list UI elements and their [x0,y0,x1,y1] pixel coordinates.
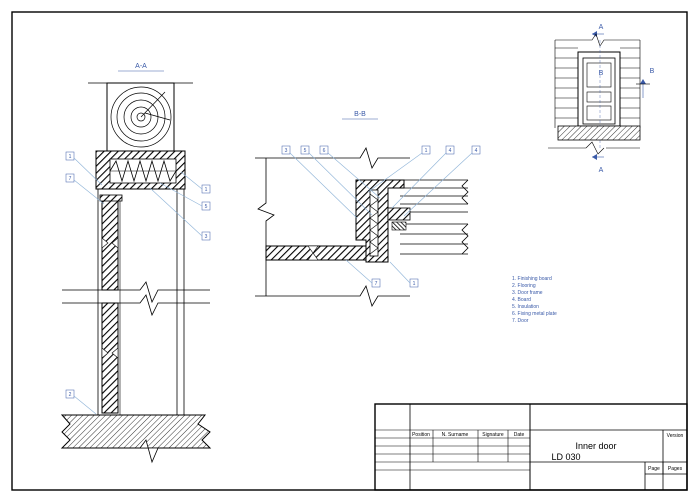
legend: 1. Finishing board 2. Flooring 3. Door f… [512,276,557,324]
wall-boards [400,179,469,255]
legend-item-3: 3. Door frame [512,290,543,296]
callout-bb-6: 6 [323,148,326,154]
callout-bb-1b: 1 [413,281,416,287]
col-name: N. Surname [442,432,469,438]
marker-b-left: B [599,70,604,77]
callouts-bb: 3 5 6 1 4 4 7 1 [281,145,481,288]
beam-growth-rings [110,86,172,148]
section-bb-view: B-B 3 [255,111,481,307]
section-bb-label: B-B [354,111,366,118]
floor-slab [60,414,212,449]
title-block-text: Position N. Surname Signature Date Inner… [412,432,683,472]
marker-a-bottom: A [599,167,604,174]
callout-bb-5: 5 [304,148,307,154]
callout-bb-7: 7 [375,281,378,287]
legend-item-5: 5. Insulation [512,304,539,310]
legend-item-6: 6. Fixing metal plate [512,311,557,317]
callout-aa-3: 3 [205,234,208,240]
col-date: Date [514,432,525,438]
legend-item-7: 7. Door [512,318,529,324]
callout-aa-5: 5 [205,204,208,210]
sheet-border [11,11,688,491]
callout-aa-7: 7 [69,176,72,182]
version-label: Version [667,433,684,439]
callout-bb-4b: 4 [475,148,478,154]
pages-label: Pages [668,466,683,472]
marker-b-right: B [650,68,655,75]
elevation-floor [557,125,641,141]
callout-aa-1b: 1 [205,187,208,193]
break-line-aa [62,281,210,304]
col-signature: Signature [482,432,504,438]
door-frame-section [355,179,405,263]
legend-item-2: 2. Flooring [512,283,536,289]
callouts-aa: 1 7 1 5 3 2 [65,151,211,415]
title-block [374,403,688,491]
legend-item-4: 4. Board [512,297,531,303]
callout-aa-1a: 1 [69,154,72,160]
col-position: Position [412,432,430,438]
page-label: Page [648,466,660,472]
section-aa-view: A-A [60,63,212,464]
callout-bb-3: 3 [285,148,288,154]
door-elevation-view: A [548,24,655,174]
drawing-code: LD 030 [551,452,580,462]
section-aa-label: A-A [135,63,147,70]
legend-item-1: 1. Finishing board [512,276,552,282]
callout-bb-1a: 1 [425,148,428,154]
marker-a-top: A [599,24,604,31]
callout-bb-4a: 4 [449,148,452,154]
callout-aa-2: 2 [69,392,72,398]
drawing-title: Inner door [575,441,616,451]
